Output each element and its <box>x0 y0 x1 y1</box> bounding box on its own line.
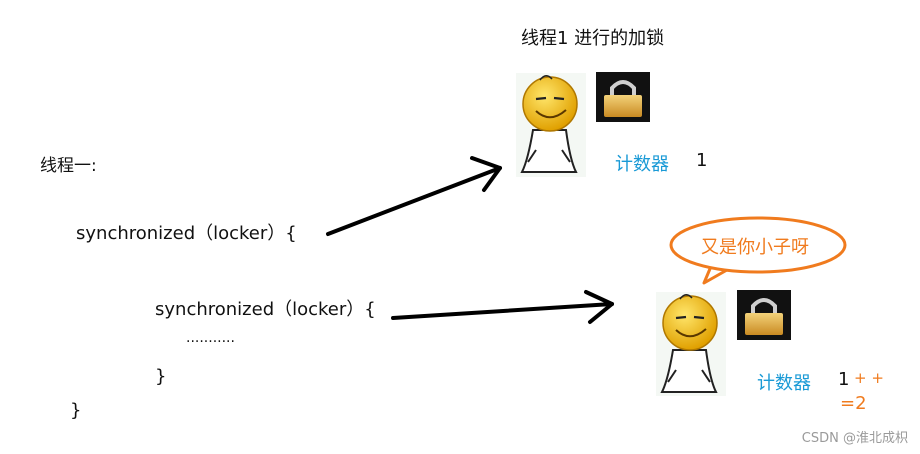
speech-bubble-text: 又是你小子呀 <box>701 233 809 259</box>
arrow-icon <box>393 292 612 322</box>
padlock-icon <box>737 290 791 340</box>
padlock-icon <box>596 72 650 122</box>
top-counter-label: 计数器 <box>615 150 669 176</box>
bottom-counter-increment: + + <box>854 369 884 387</box>
watermark: CSDN @淮北成枳 <box>802 427 908 446</box>
smiley-character-icon <box>516 73 586 177</box>
bottom-counter-result: =2 <box>840 393 867 414</box>
bottom-counter-value: 1 <box>838 369 849 390</box>
arrow-icon <box>328 158 500 234</box>
bottom-counter-label: 计数器 <box>757 369 811 395</box>
smiley-character-icon <box>656 292 726 396</box>
top-counter-value: 1 <box>696 150 707 171</box>
